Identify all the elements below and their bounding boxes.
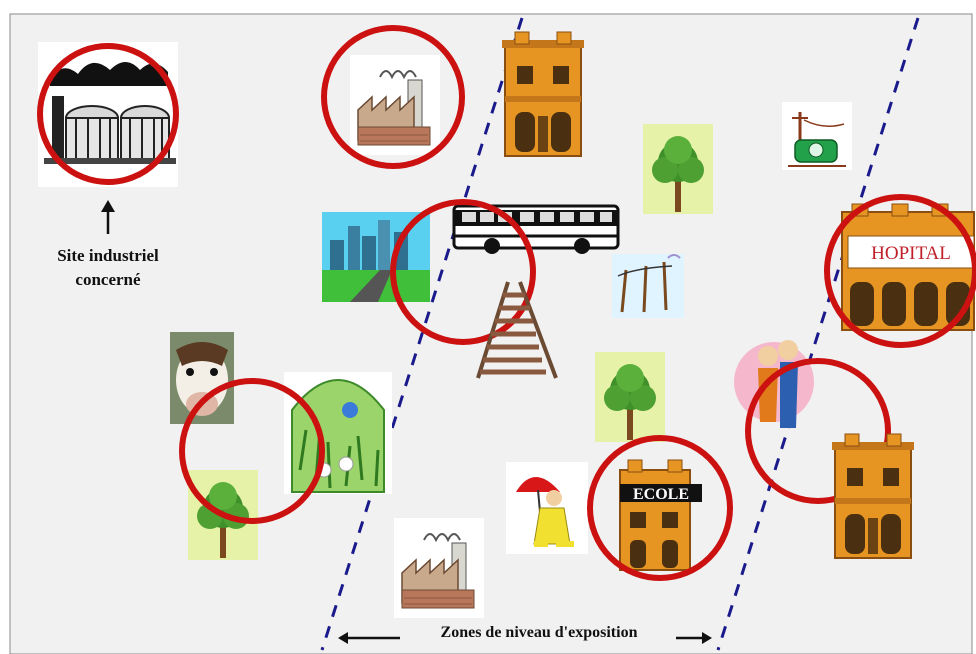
tree-icon bbox=[595, 352, 665, 442]
house-icon bbox=[831, 433, 915, 559]
flower-field-icon bbox=[284, 372, 392, 494]
risk-circle-industrial-site bbox=[37, 43, 179, 185]
zones-arrow-left-icon bbox=[338, 632, 400, 644]
risk-circle-hospital bbox=[824, 194, 976, 348]
couple-icon bbox=[734, 340, 814, 428]
school-building-icon bbox=[619, 459, 702, 571]
risk-circle-city bbox=[390, 199, 536, 345]
telephone-icon bbox=[782, 102, 852, 170]
cow-icon bbox=[170, 332, 234, 424]
risk-circle-population bbox=[745, 358, 891, 504]
zone-boundary-line-2 bbox=[716, 17, 920, 651]
school-label: ECOLE bbox=[633, 486, 689, 503]
bus-icon bbox=[452, 204, 620, 254]
zones-arrow-right-icon bbox=[676, 632, 712, 644]
risk-circle-farm bbox=[179, 378, 325, 524]
factory-icon bbox=[349, 54, 441, 156]
child-umbrella-icon bbox=[506, 462, 588, 554]
up-arrow-icon bbox=[101, 200, 115, 234]
site-label-line-2: concerné bbox=[75, 270, 141, 289]
hospital-label: HOPITAL bbox=[871, 243, 951, 264]
factory-icon bbox=[393, 517, 485, 619]
house-icon bbox=[501, 31, 585, 157]
site-label-line-1: Site industriel bbox=[57, 246, 159, 265]
hospital-building-icon bbox=[841, 203, 975, 331]
tree-icon bbox=[643, 124, 713, 214]
power-lines-icon bbox=[612, 254, 684, 318]
zones-label: Zones de niveau d'exposition bbox=[440, 624, 638, 641]
risk-circle-factory bbox=[321, 25, 465, 169]
railway-icon bbox=[476, 281, 558, 379]
risk-circle-school bbox=[587, 435, 733, 581]
zone-boundary-line-1 bbox=[320, 17, 524, 651]
